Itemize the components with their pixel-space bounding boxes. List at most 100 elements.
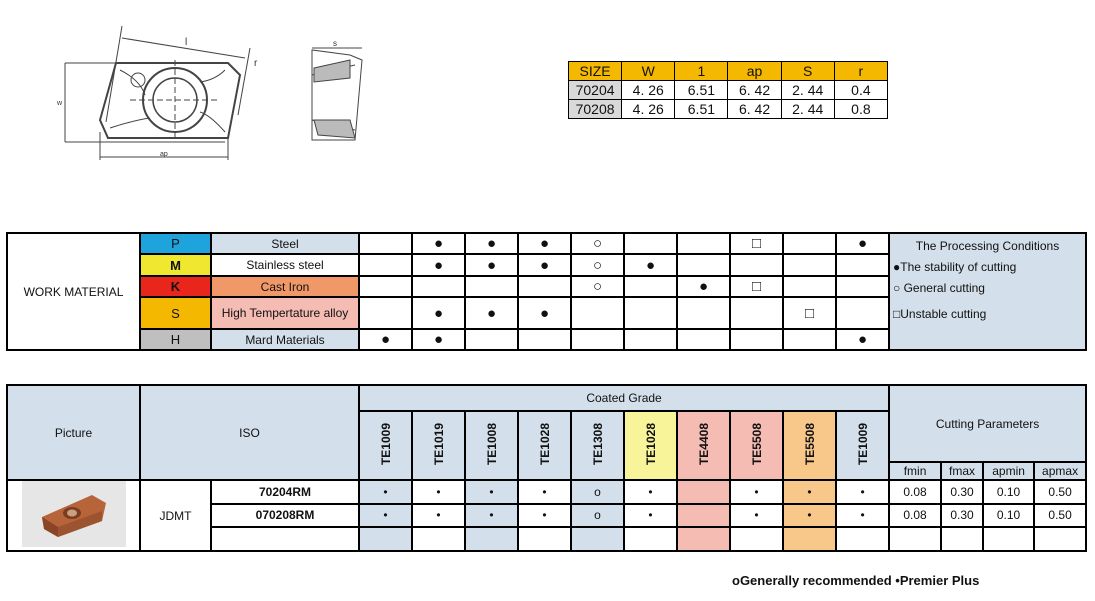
suitability-mark [676, 253, 731, 277]
suitability-mark [570, 296, 625, 330]
grade-mark: • [358, 479, 414, 505]
param-value: 0.10 [982, 479, 1036, 505]
insert-photo [21, 482, 126, 547]
material-name: Mard Materials [210, 328, 360, 351]
size-header-cell: r [833, 61, 889, 81]
suitability-mark [835, 275, 890, 298]
suitability-mark: ○ [570, 232, 625, 255]
grade-name: TE1308 [590, 422, 605, 466]
size-cell: 2. 44 [780, 99, 835, 119]
grade-mark [835, 526, 891, 552]
param-value: 0.10 [982, 502, 1036, 529]
suitability-mark [676, 328, 731, 351]
material-name: High Tempertature alloy [210, 296, 360, 330]
iso-code [209, 526, 361, 552]
coated-grade-header: Coated Grade [358, 384, 891, 412]
param-value: 0.50 [1033, 479, 1088, 505]
grade-mark: • [835, 479, 891, 505]
dim-s-label: s [333, 39, 337, 48]
suitability-mark [358, 296, 413, 330]
suitability-mark [464, 275, 519, 298]
grade-name-header: TE5508 [782, 410, 838, 481]
suitability-mark [623, 275, 678, 298]
param-value [1033, 526, 1088, 552]
material-name: Cast Iron [210, 275, 360, 298]
param-value: 0.08 [888, 502, 943, 529]
insert-picture-cell [6, 479, 141, 552]
suitability-mark [782, 232, 837, 255]
grade-mark: • [623, 479, 679, 505]
suitability-mark [676, 296, 731, 330]
suitability-mark: □ [729, 232, 784, 255]
suitability-mark [623, 296, 678, 330]
material-name: Stainless steel [210, 253, 360, 277]
material-code: H [139, 328, 212, 351]
material-code: K [139, 275, 212, 298]
dim-w-label: w [56, 100, 63, 107]
suitability-mark: ● [411, 296, 466, 330]
grade-mark [623, 526, 679, 552]
grade-mark: • [782, 502, 838, 529]
grade-name-header: TE1308 [570, 410, 626, 481]
grade-mark: • [729, 502, 785, 529]
param-header-fmin: fmin [888, 461, 943, 481]
insert-technical-drawing: l r w ap s [56, 25, 363, 160]
suitability-mark: ● [464, 253, 519, 277]
dim-ap-label: ap [160, 151, 168, 158]
grade-mark: o [570, 502, 626, 529]
legend-title: The Processing Conditions [915, 239, 1060, 253]
suitability-mark [782, 328, 837, 351]
grade-name-header: TE4408 [676, 410, 732, 481]
param-value: 0.50 [1033, 502, 1088, 529]
grade-mark [517, 526, 573, 552]
suitability-mark: □ [729, 275, 784, 298]
material-code: P [139, 232, 212, 255]
cutting-parameters-header: Cutting Parameters [888, 384, 1088, 463]
work-material-label: WORK MATERIAL [6, 232, 141, 351]
grade-name: TE1019 [431, 422, 446, 466]
suitability-mark [358, 253, 413, 277]
material-code: M [139, 253, 212, 277]
size-cell: 6.51 [674, 80, 729, 100]
grade-name-header: TE5508 [729, 410, 785, 481]
grade-mark: • [517, 479, 573, 505]
grade-mark [676, 502, 732, 529]
suitability-mark [623, 328, 678, 351]
grade-mark: • [517, 502, 573, 529]
suitability-mark: ● [517, 296, 572, 330]
grade-mark [358, 526, 414, 552]
suitability-mark [570, 328, 625, 351]
size-cell: 2. 44 [780, 80, 835, 100]
suitability-mark [358, 275, 413, 298]
suitability-mark: □ [782, 296, 837, 330]
suitability-mark [782, 253, 837, 277]
insert-row [7, 526, 1088, 552]
suitability-mark: ● [517, 253, 572, 277]
grade-mark [729, 526, 785, 552]
iso-header: ISO [138, 384, 361, 481]
grade-mark: • [623, 502, 679, 529]
suitability-mark [411, 275, 466, 298]
suitability-mark: ● [358, 328, 413, 351]
suitability-mark [782, 275, 837, 298]
grade-name: TE5508 [749, 422, 764, 466]
processing-conditions-legend: The Processing Conditions●The stability … [888, 232, 1087, 351]
grade-name: TE1008 [484, 422, 499, 466]
grade-name-header: TE1009 [835, 410, 891, 481]
dim-l-label: l [185, 37, 187, 48]
suitability-mark: ● [411, 232, 466, 255]
suitability-mark [358, 232, 413, 255]
grade-name: TE1028 [643, 422, 658, 466]
suitability-mark [729, 253, 784, 277]
suitability-mark [729, 328, 784, 351]
suitability-mark: ● [623, 253, 678, 277]
size-header-cell: W [621, 61, 676, 81]
suitability-mark [676, 232, 731, 255]
grade-mark [411, 526, 467, 552]
grade-name-header: TE1019 [411, 410, 467, 481]
